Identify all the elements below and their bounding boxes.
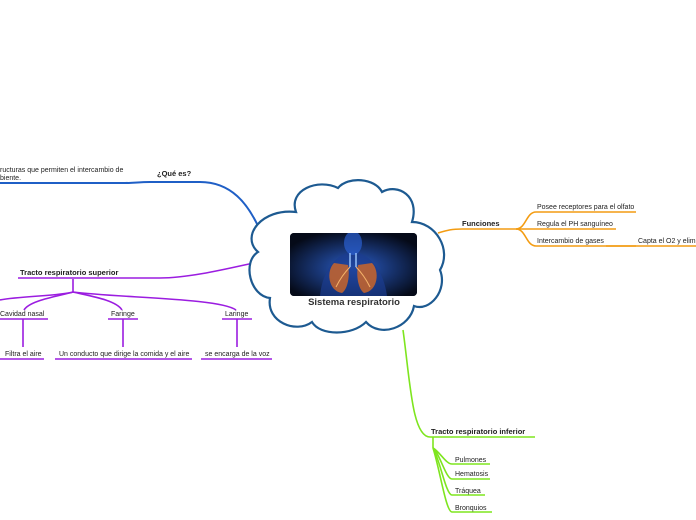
superior-item-laringe[interactable]: Laringe	[225, 311, 249, 318]
inferior-item-bronquios[interactable]: Bronquios	[455, 505, 487, 512]
lungs-icon	[290, 233, 417, 296]
superior-topic[interactable]: Tracto respiratorio superior	[20, 268, 119, 277]
funciones-topic[interactable]: Funciones	[462, 219, 500, 228]
superior-item-cavidad[interactable]: Cavidad nasal	[0, 311, 45, 318]
funciones-item-gases[interactable]: Intercambio de gases	[537, 238, 604, 245]
funciones-item-gases-child[interactable]: Capta el O2 y elimi	[638, 238, 696, 245]
que-es-connector	[0, 181, 259, 227]
inferior-item-hematosis[interactable]: Hematosis	[455, 471, 489, 478]
que-es-text-line2: biente.	[0, 175, 22, 182]
superior-laringe-child[interactable]: se encarga de la voz	[205, 351, 270, 358]
que-es-topic[interactable]: ¿Qué es?	[157, 169, 192, 178]
funciones-connectors	[437, 211, 696, 247]
inferior-topic[interactable]: Tracto respiratorio inferior	[431, 427, 526, 436]
superior-connectors	[0, 261, 272, 360]
inferior-item-traquea[interactable]: Tráquea	[455, 488, 481, 495]
lungs-xray-image	[290, 233, 417, 296]
que-es-text-line1[interactable]: ructuras que permiten el intercambio de	[0, 167, 124, 174]
funciones-item-ph[interactable]: Regula el PH sanguíneo	[537, 221, 613, 228]
central-node-title[interactable]: Sistema respiratorio	[308, 297, 400, 308]
inferior-item-pulmones[interactable]: Pulmones	[455, 457, 487, 464]
inferior-connectors	[402, 329, 535, 513]
superior-faringe-child[interactable]: Un conducto que dirige la comida y el ai…	[59, 351, 190, 358]
funciones-item-olfato[interactable]: Posee receptores para el olfato	[537, 204, 635, 211]
superior-cavidad-child[interactable]: Filtra el aire	[5, 351, 42, 358]
superior-item-faringe[interactable]: Faringe	[111, 311, 135, 318]
